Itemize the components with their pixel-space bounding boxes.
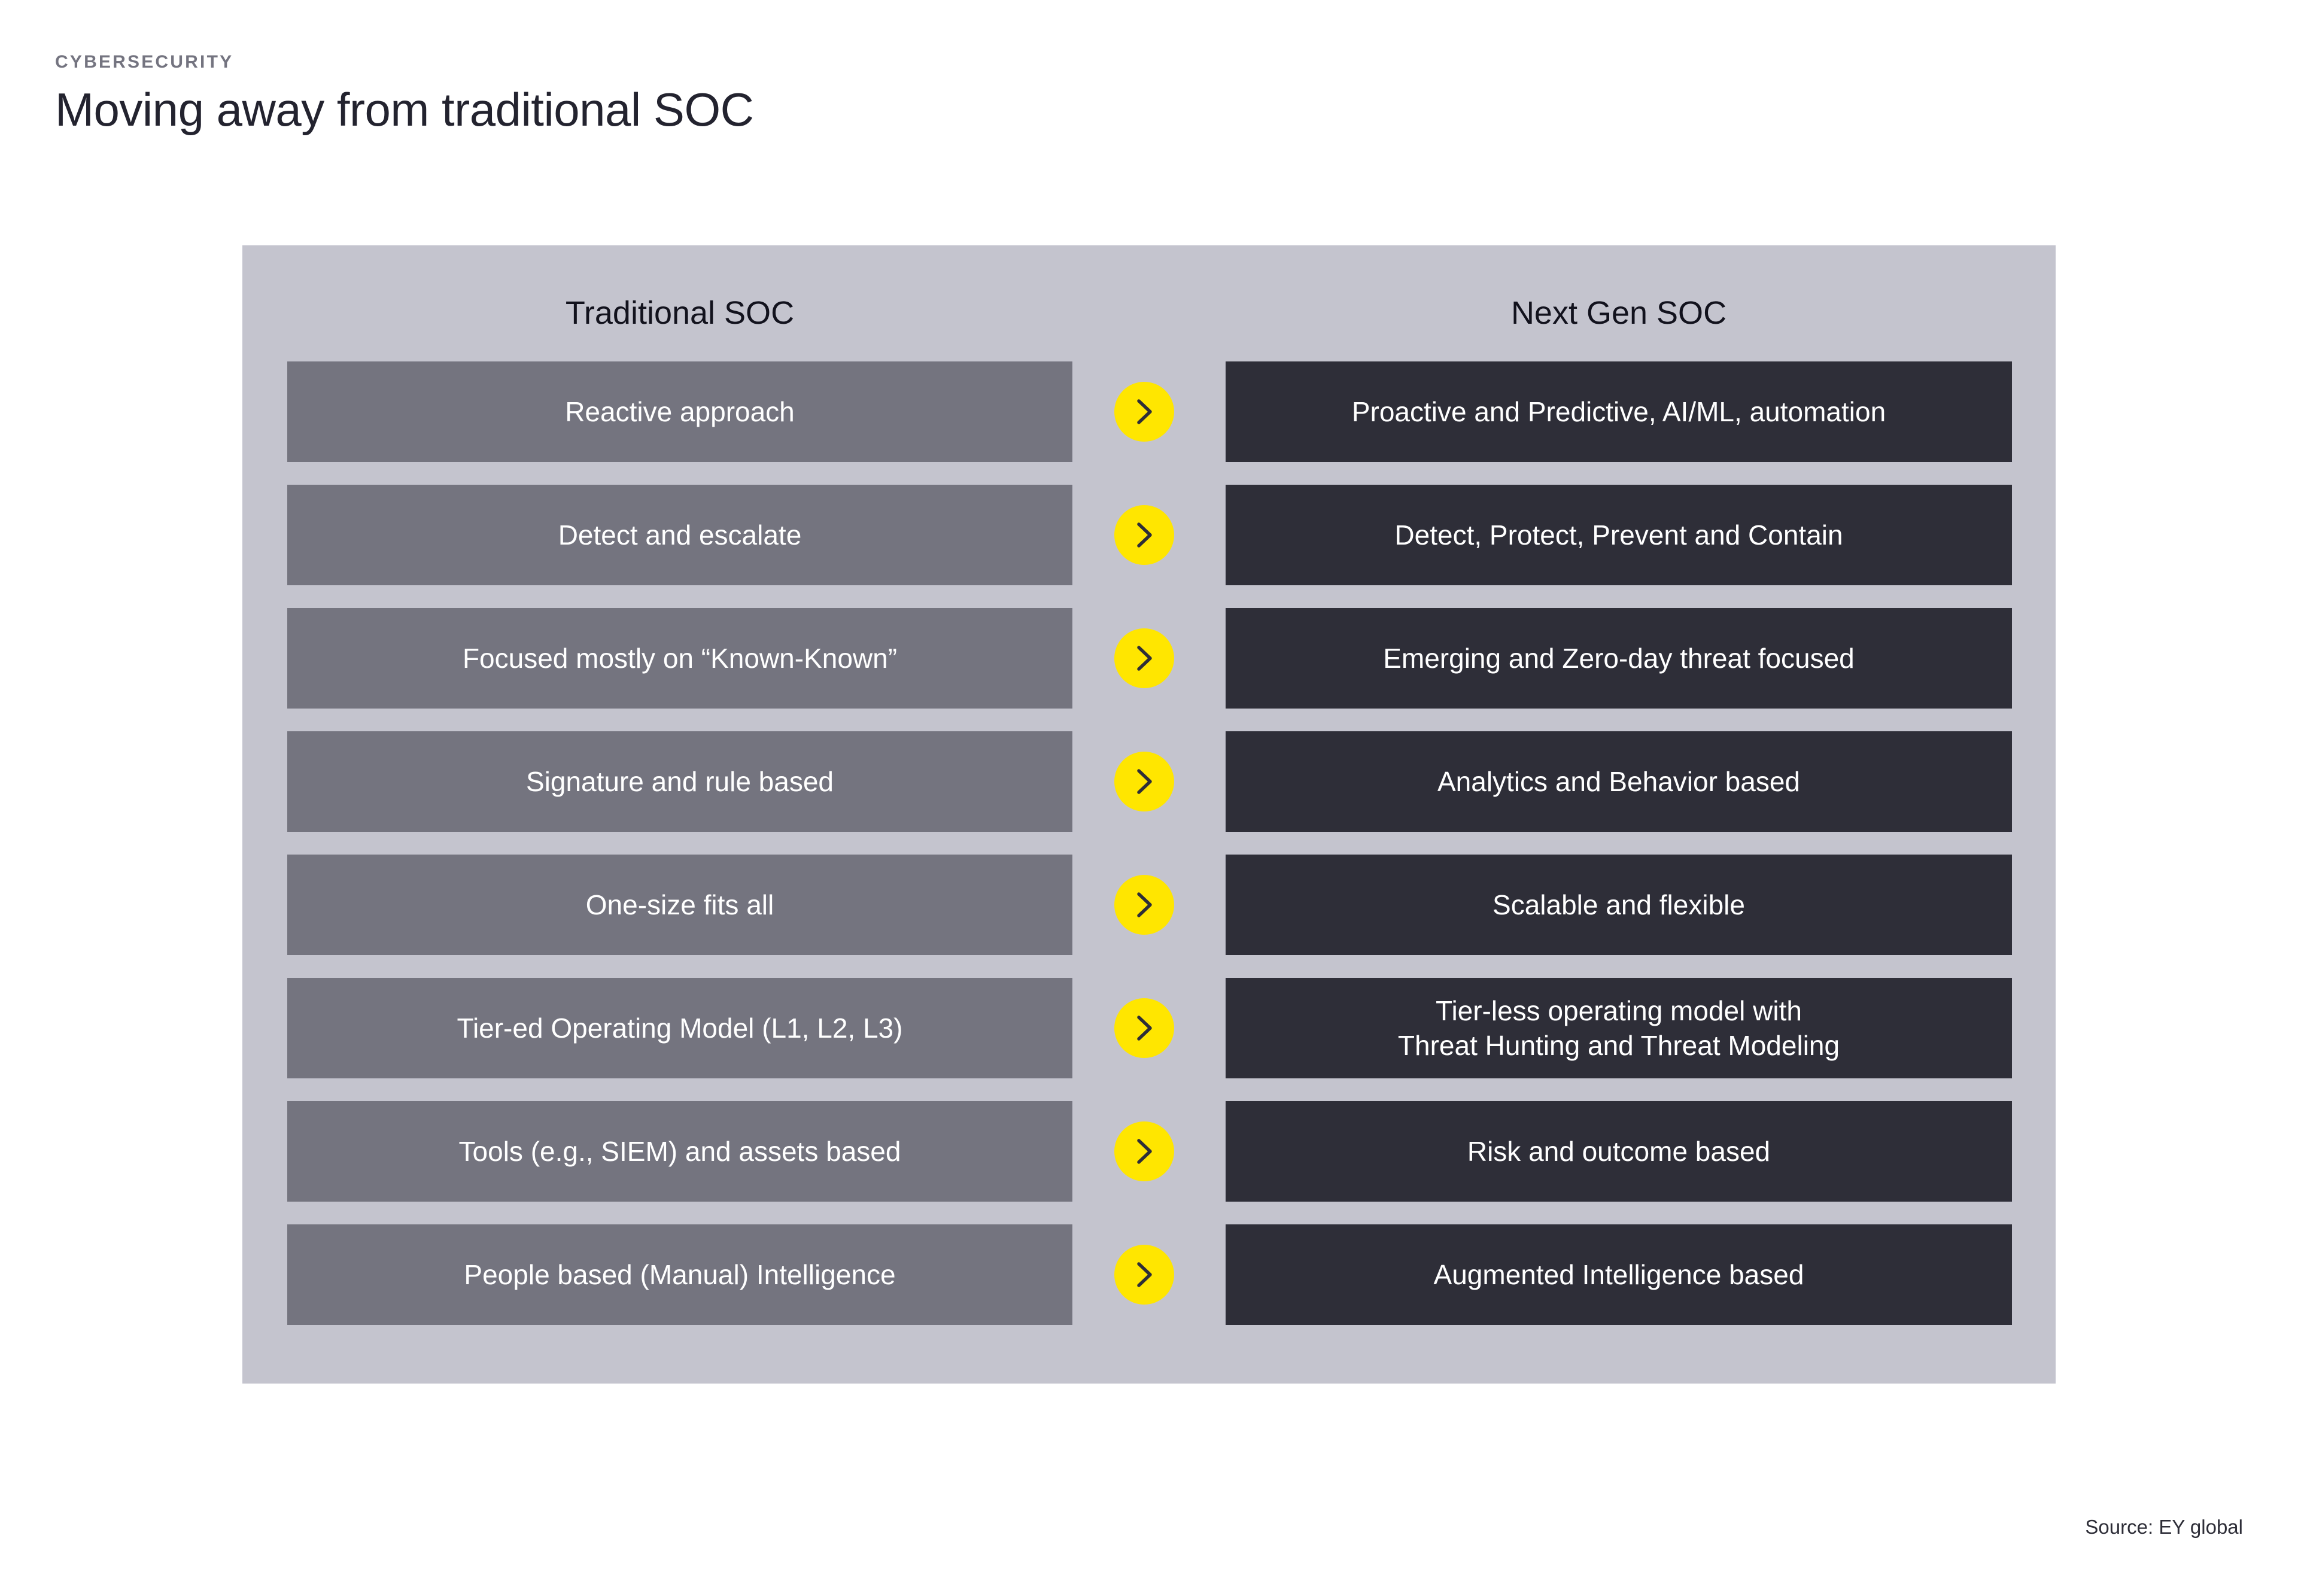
comparison-row: Reactive approach Proactive and Predicti… — [242, 361, 2056, 462]
comparison-row: Tools (e.g., SIEM) and assets based Risk… — [242, 1101, 2056, 1202]
traditional-soc-label: Tools (e.g., SIEM) and assets based — [458, 1135, 901, 1167]
comparison-panel: Traditional SOC Next Gen SOC Reactive ap… — [242, 245, 2056, 1384]
traditional-soc-label: Signature and rule based — [525, 765, 834, 797]
next-gen-soc-cell: Analytics and Behavior based — [1226, 731, 2012, 832]
traditional-soc-cell: Signature and rule based — [287, 731, 1072, 832]
comparison-row: Focused mostly on “Known-Known” Emerging… — [242, 608, 2056, 709]
next-gen-soc-label: Augmented Intelligence based — [1433, 1258, 1804, 1290]
traditional-soc-cell: Tools (e.g., SIEM) and assets based — [287, 1101, 1072, 1202]
chevron-right-icon — [1114, 998, 1174, 1058]
column-header-next-gen-soc: Next Gen SOC — [1510, 295, 1727, 331]
next-gen-soc-label-line1: Tier-less operating model with — [1436, 995, 1802, 1026]
chevron-right-icon — [1114, 382, 1174, 442]
comparison-row: Tier-ed Operating Model (L1, L2, L3) Tie… — [242, 978, 2056, 1078]
traditional-soc-label: Tier-ed Operating Model (L1, L2, L3) — [457, 1012, 903, 1044]
traditional-soc-cell: Tier-ed Operating Model (L1, L2, L3) — [287, 978, 1072, 1078]
next-gen-soc-cell: Augmented Intelligence based — [1226, 1224, 2012, 1325]
next-gen-soc-label: Detect, Protect, Prevent and Contain — [1394, 519, 1843, 551]
chevron-right-icon — [1114, 628, 1174, 688]
chevron-right-icon — [1114, 752, 1174, 811]
comparison-row: Detect and escalate Detect, Protect, Pre… — [242, 485, 2056, 585]
traditional-soc-label: Reactive approach — [565, 396, 795, 427]
source-note: Source: EY global — [2085, 1516, 2243, 1538]
traditional-soc-cell: Reactive approach — [287, 361, 1072, 462]
next-gen-soc-cell: Scalable and flexible — [1226, 855, 2012, 955]
comparison-row: One-size fits all Scalable and flexible — [242, 855, 2056, 955]
next-gen-soc-label: Emerging and Zero-day threat focused — [1383, 642, 1855, 674]
traditional-soc-cell: One-size fits all — [287, 855, 1072, 955]
comparison-row: People based (Manual) Intelligence Augme… — [242, 1224, 2056, 1325]
traditional-soc-label: One-size fits all — [585, 889, 774, 920]
chevron-right-icon — [1114, 875, 1174, 935]
column-header-traditional-soc: Traditional SOC — [565, 295, 795, 331]
next-gen-soc-cell: Tier-less operating model with Threat Hu… — [1226, 978, 2012, 1078]
traditional-soc-cell: People based (Manual) Intelligence — [287, 1224, 1072, 1325]
next-gen-soc-cell: Emerging and Zero-day threat focused — [1226, 608, 2012, 709]
next-gen-soc-label: Proactive and Predictive, AI/ML, automat… — [1351, 396, 1886, 427]
traditional-soc-label: Focused mostly on “Known-Known” — [462, 642, 898, 674]
next-gen-soc-cell: Detect, Protect, Prevent and Contain — [1226, 485, 2012, 585]
next-gen-soc-label-line2: Threat Hunting and Threat Modeling — [1397, 1030, 1840, 1061]
traditional-soc-label: People based (Manual) Intelligence — [464, 1258, 896, 1290]
traditional-soc-cell: Focused mostly on “Known-Known” — [287, 608, 1072, 709]
eyebrow-label: CYBERSECURITY — [55, 52, 234, 72]
comparison-row: Signature and rule based Analytics and B… — [242, 731, 2056, 832]
next-gen-soc-label: Scalable and flexible — [1493, 889, 1745, 920]
next-gen-soc-label: Risk and outcome based — [1467, 1135, 1771, 1167]
traditional-soc-label: Detect and escalate — [558, 519, 802, 551]
next-gen-soc-label-multiline: Tier-less operating model with Threat Hu… — [1398, 993, 1840, 1063]
next-gen-soc-cell: Proactive and Predictive, AI/ML, automat… — [1226, 361, 2012, 462]
page-header: CYBERSECURITY Moving away from tradition… — [55, 51, 1611, 136]
chevron-right-icon — [1114, 1245, 1174, 1305]
page-title: Moving away from traditional SOC — [55, 83, 754, 136]
chevron-right-icon — [1114, 505, 1174, 565]
next-gen-soc-label: Analytics and Behavior based — [1437, 765, 1801, 797]
traditional-soc-cell: Detect and escalate — [287, 485, 1072, 585]
next-gen-soc-cell: Risk and outcome based — [1226, 1101, 2012, 1202]
chevron-right-icon — [1114, 1121, 1174, 1181]
